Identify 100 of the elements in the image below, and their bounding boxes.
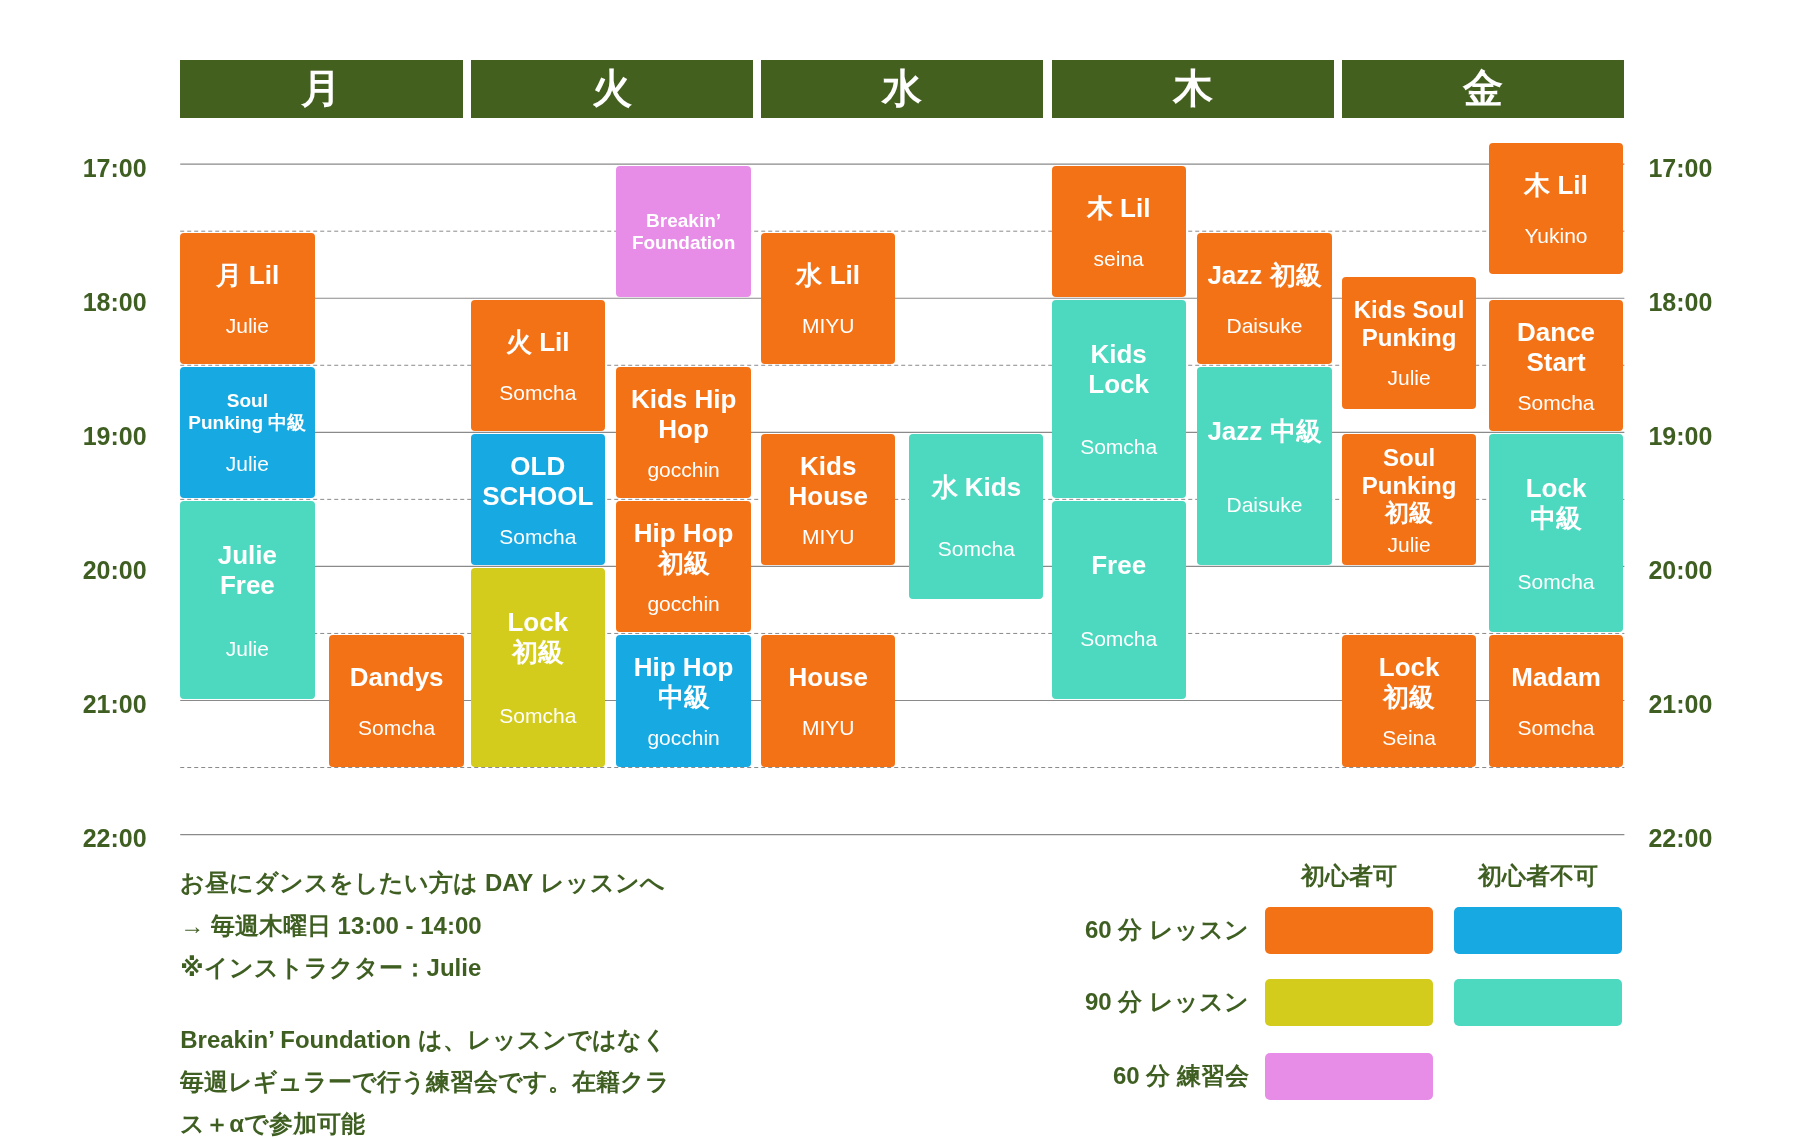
time-label: 22:00: [82, 823, 147, 853]
instructor-name: Julie: [225, 636, 269, 660]
class-name: Dance Start: [1516, 317, 1597, 378]
class-block: [1488, 143, 1624, 275]
class-block: [761, 635, 896, 767]
class-block: [180, 501, 315, 700]
class-name: Kids Hip Hop: [629, 384, 738, 445]
instructor-name: Julie: [1387, 532, 1431, 556]
note-text: お昼にダンスをしたい方は DAY レッスンへ: [180, 868, 665, 899]
time-label: 18:00: [82, 287, 147, 317]
legend-heading: 初心者不可: [1478, 860, 1599, 891]
note-text: → 毎週木曜日 13:00 - 14:00: [180, 910, 482, 941]
class-name: Kids Lock: [1087, 339, 1150, 400]
class-name: Breakin’ Foundation: [630, 209, 737, 254]
legend-label: 90 分 レッスン: [1084, 987, 1249, 1018]
time-label: 22:00: [1648, 823, 1713, 853]
class-name: Lock 初級: [506, 608, 570, 668]
instructor-name: MIYU: [802, 524, 855, 548]
day-header: 木: [1051, 59, 1334, 119]
class-name: House: [788, 662, 868, 693]
class-block: [1341, 277, 1477, 409]
instructor-name: Somcha: [1517, 390, 1595, 414]
day-header: 火: [470, 59, 754, 119]
class-name: Jazz 初級: [1207, 260, 1322, 291]
time-label: 18:00: [1648, 287, 1713, 317]
class-name: Madam: [1511, 662, 1601, 693]
time-label: 19:00: [1648, 421, 1713, 451]
instructor-name: Somcha: [499, 524, 577, 548]
instructor-name: Somcha: [937, 537, 1015, 561]
instructor-name: Daisuke: [1226, 492, 1303, 516]
instructor-name: Somcha: [499, 703, 577, 727]
class-block: [1051, 166, 1186, 298]
class-name: Kids House: [787, 451, 869, 512]
class-block: [1197, 233, 1332, 365]
instructor-name: MIYU: [802, 716, 855, 740]
class-block: [180, 367, 315, 499]
legend-heading: 初心者可: [1300, 860, 1397, 891]
class-block: [180, 233, 315, 365]
instructor-name: gocchin: [647, 726, 720, 750]
instructor-name: Julie: [225, 313, 269, 337]
class-name: Hip Hop 中級: [632, 652, 735, 713]
class-block: [1341, 635, 1477, 767]
class-name: Lock 中級: [1524, 474, 1588, 534]
day-header: 金: [1341, 59, 1625, 119]
instructor-name: gocchin: [647, 457, 720, 481]
class-block: [1488, 434, 1624, 633]
class-name: Soul Punking 初級: [1360, 444, 1458, 527]
instructor-name: Yukino: [1524, 223, 1588, 248]
instructor-name: gocchin: [647, 591, 720, 615]
class-block: [470, 434, 605, 566]
class-name: Kids Soul Punking: [1352, 296, 1466, 352]
instructor-name: Seina: [1382, 726, 1436, 750]
instructor-name: Somcha: [1517, 569, 1595, 593]
time-label: 20:00: [1648, 555, 1713, 585]
class-name: Free: [1091, 551, 1147, 581]
class-name: 水 Kids: [931, 472, 1022, 503]
class-block: [470, 568, 605, 767]
day-header: 水: [761, 59, 1044, 119]
instructor-name: MIYU: [802, 313, 855, 337]
class-name: Dandys: [349, 662, 444, 693]
instructor-name: Somcha: [1080, 435, 1158, 459]
class-name: 木 Lil: [1086, 193, 1151, 224]
class-block: [1197, 367, 1332, 566]
class-block: [329, 635, 464, 767]
class-name: Hip Hop 初級: [632, 518, 735, 579]
class-name: Jazz 中級: [1207, 416, 1322, 447]
class-name: Lock 初級: [1377, 652, 1441, 713]
class-name: Julie Free: [216, 541, 278, 601]
class-block: [1488, 300, 1624, 432]
instructor-name: Julie: [225, 452, 269, 476]
time-label: 21:00: [82, 689, 147, 719]
class-block: [909, 434, 1044, 599]
class-block: [616, 501, 751, 633]
class-block: [616, 635, 751, 767]
legend-label: 60 分 レッスン: [1084, 914, 1249, 945]
note-text: Breakin’ Foundation は、レッスンではなく毎週レギュラーで行う練習会です。在籍クラス＋αで参加可能: [180, 1025, 672, 1139]
class-name: OLD SCHOOL: [481, 451, 595, 512]
class-block: [470, 300, 605, 432]
time-label: 17:00: [1648, 153, 1713, 183]
instructor-name: seina: [1093, 246, 1144, 270]
class-block: [616, 166, 751, 298]
class-block: [1488, 635, 1624, 767]
class-name: Soul Punking 中級: [188, 390, 307, 434]
time-label: 19:00: [82, 421, 147, 451]
class-name: 月 Lil: [215, 260, 280, 291]
class-name: 木 Lil: [1524, 170, 1588, 201]
instructor-name: Somcha: [1517, 716, 1595, 740]
instructor-name: Somcha: [358, 716, 436, 740]
time-label: 20:00: [82, 555, 147, 585]
day-header: 月: [180, 59, 463, 119]
note-text: ※インストラクター：Julie: [180, 953, 482, 984]
instructor-name: Somcha: [1080, 626, 1158, 650]
class-block: [761, 233, 896, 365]
class-name: 水 Lil: [796, 260, 860, 291]
legend-label: 60 分 練習会: [1112, 1060, 1249, 1091]
instructor-name: Daisuke: [1226, 313, 1303, 337]
class-block: [616, 367, 751, 499]
instructor-name: Julie: [1387, 366, 1431, 390]
class-name: 火 Lil: [506, 327, 570, 358]
time-label: 17:00: [82, 153, 147, 183]
